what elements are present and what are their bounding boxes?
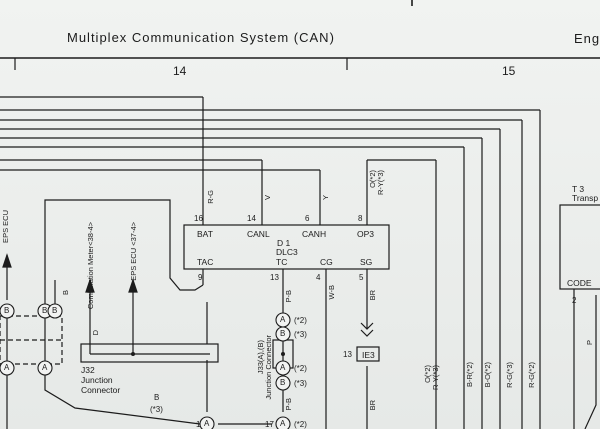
wire-label-d: D xyxy=(91,330,100,336)
grid-column-14: 14 xyxy=(173,64,187,78)
pin-number-sg: 5 xyxy=(359,273,364,282)
label-ie3-pin: 13 xyxy=(343,350,352,359)
pin-tac: TAC xyxy=(197,257,214,267)
junction-a-left1: A xyxy=(4,363,10,372)
pin-bat: BAT xyxy=(197,229,213,239)
label-code-pin: 2 xyxy=(572,296,577,305)
pin-17: 17 xyxy=(265,420,274,429)
pin-number-tc: 13 xyxy=(270,273,279,282)
label-t3: T 3 xyxy=(572,184,585,194)
pin-canl: CANL xyxy=(247,229,270,239)
wire-label-p: P xyxy=(585,340,594,346)
junction-b-left1: B xyxy=(4,306,10,315)
wire-label-rg: R-G xyxy=(206,190,215,204)
wire-label-ry-bot: R-Y(*3) xyxy=(431,365,440,391)
label-j32-connector: Connector xyxy=(81,385,121,395)
label-j33-desc: Junction Connector xyxy=(264,335,273,400)
pin-sg: SG xyxy=(360,257,373,267)
junction-b-left2: B xyxy=(42,306,48,315)
junction-a-2: A xyxy=(280,363,286,372)
label-j32: J32 xyxy=(81,365,95,375)
wire-label-pb1: P-B xyxy=(284,290,293,303)
variant-2-a: (*2) xyxy=(294,316,307,325)
junction-a-1: A xyxy=(280,315,286,324)
pin-number-op3: 8 xyxy=(358,214,363,223)
junction-b-2: B xyxy=(280,378,286,387)
grid-column-15: 15 xyxy=(502,64,516,78)
variant-3-bottom: (*3) xyxy=(150,405,163,414)
label-ie3: IE3 xyxy=(362,350,375,360)
label-combination-meter: Combination Meter<38-4> xyxy=(86,222,95,310)
junction-a-left2: A xyxy=(42,363,48,372)
pin-op3: OP3 xyxy=(357,229,375,239)
wire-label-y: Y xyxy=(321,195,330,201)
wire-label-br: B-R(*2) xyxy=(465,362,474,388)
junction-a-3: A xyxy=(280,419,286,428)
label-code: CODE xyxy=(567,278,592,288)
label-j32-junction: Junction xyxy=(81,375,113,385)
pin-number-canh: 6 xyxy=(305,214,310,223)
pin-1: 1 xyxy=(196,420,201,429)
variant-2-b: (*2) xyxy=(294,364,307,373)
wire-label-ry-top: R-Y(*3) xyxy=(376,170,385,196)
pin-number-cg: 4 xyxy=(316,273,321,282)
pin-cg: CG xyxy=(320,257,333,267)
diagram-title: Multiplex Communication System (CAN) xyxy=(67,30,335,45)
wire-label-b-lower: B xyxy=(154,393,160,402)
pin-number-canl: 14 xyxy=(247,214,256,223)
label-eps-ecu-left: EPS ECU xyxy=(1,210,10,243)
junction-a-4: A xyxy=(204,419,210,428)
wire-label-wb: W-B xyxy=(327,285,336,300)
wire-label-v: V xyxy=(263,195,272,201)
variant-3-b: (*3) xyxy=(294,379,307,388)
pin-number-bat: 16 xyxy=(194,214,203,223)
connector-id: D 1 xyxy=(277,238,291,248)
pin-tc: TC xyxy=(276,257,288,267)
pin-number-tac: 9 xyxy=(198,273,203,282)
variant-3-a: (*3) xyxy=(294,330,307,339)
pin-canh: CANH xyxy=(302,229,327,239)
wire-label-rg3: R-G(*3) xyxy=(505,362,514,388)
wire-label-b-left: B xyxy=(61,290,70,296)
wire-label-pb2: P-B xyxy=(284,398,293,411)
label-t3-desc: Transp xyxy=(572,193,599,203)
label-eps-ecu-mid: EPS ECU <37-4> xyxy=(129,222,138,281)
wire-label-rg2: R-G(*2) xyxy=(527,362,536,388)
junction-b-left3: B xyxy=(52,306,58,315)
junction-b-1: B xyxy=(280,329,286,338)
connector-type: DLC3 xyxy=(276,247,298,257)
wire-label-br1: BR xyxy=(368,290,377,301)
variant-2-c: (*2) xyxy=(294,420,307,429)
wire-label-bo: B-O(*2) xyxy=(483,362,492,388)
wire-label-br2: BR xyxy=(368,400,377,411)
next-page-title-fragment: Eng xyxy=(574,31,600,46)
